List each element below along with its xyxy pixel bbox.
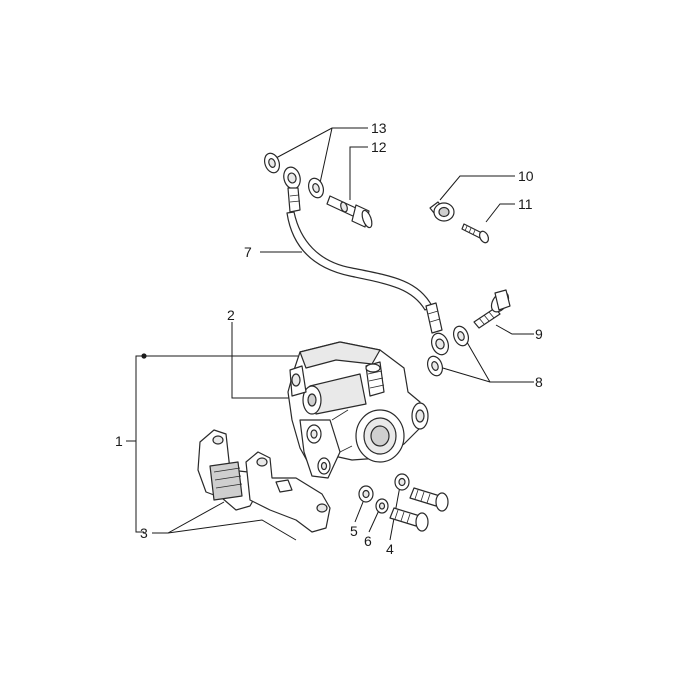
leader-9 [495,324,534,335]
brake-pad-3-right [245,451,331,533]
brake-hose-7 [283,166,450,356]
leader-8b [435,365,491,383]
label-13: 13 [371,120,387,136]
leader-2 [231,322,295,399]
label-1: 1 [115,433,123,449]
label-8: 8 [535,374,543,390]
label-4: 4 [386,541,394,557]
brake-pad-3-left [197,429,261,511]
brake-caliper-2 [287,341,429,479]
bolt-4-upper [409,487,449,512]
label-11: 11 [518,196,533,212]
label-10: 10 [518,168,534,184]
washer-13-left [263,152,281,174]
leader-12 [349,146,368,200]
leader-lines [126,127,534,541]
clamp-screw-11 [461,223,490,244]
leader-8a [463,336,534,383]
leader-11 [485,203,515,223]
bracket-1 [135,355,144,533]
washer-8-a [452,325,470,347]
bolt-4-lower [389,507,429,532]
leader-10 [439,175,515,201]
leader-13a [275,127,368,159]
washer-5 [358,485,374,503]
callout-labels: 13 12 10 11 7 2 9 8 1 3 5 6 4 [115,120,543,557]
washer-6 [375,498,389,514]
hose-clamp-10 [429,201,455,222]
label-6: 6 [364,533,372,549]
washer-8-b [426,355,444,377]
banjo-bolt-9 [473,289,511,329]
label-5: 5 [350,523,358,539]
washer-13-right [307,177,325,199]
label-2: 2 [227,307,235,323]
bullet-dot [141,353,147,359]
leader-3a [152,501,225,534]
label-3: 3 [140,525,148,541]
label-7: 7 [244,244,252,260]
label-12: 12 [371,139,387,155]
washer-4-upper [394,473,410,491]
label-9: 9 [535,326,543,342]
leader-3b [167,519,297,541]
banjo-bolt-12 [326,195,373,229]
leader-13b [319,127,333,184]
